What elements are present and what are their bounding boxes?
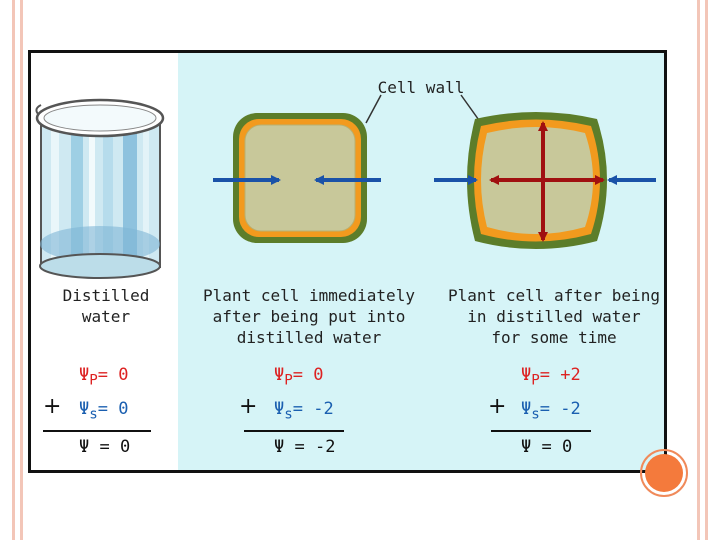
psi-p-symbol: Ψ [79,365,89,385]
cell-immediate-caption: Plant cell immediately after being put i… [194,285,424,348]
psi-p-value: = 0 [98,365,129,385]
s-subscript: s [284,406,293,422]
pressure-potential-eq: ΨP= +2 [521,365,581,388]
left-stripe-1 [12,0,15,540]
psi-s-value: = 0 [98,399,129,419]
psi-value: = -2 [295,437,336,457]
solute-potential-eq: Ψs= -2 [521,399,581,422]
right-stripe-1 [697,0,700,540]
psi-p-value: = +2 [540,365,581,385]
psi-s-value: = -2 [540,399,581,419]
psi-p-symbol: Ψ [521,365,531,385]
left-stripe-2 [20,0,23,540]
sum-line [244,430,344,432]
p-subscript: P [89,372,98,388]
psi-s-symbol: Ψ [79,399,89,419]
cell-after-caption: Plant cell after being in distilled wate… [444,285,664,348]
solute-potential-eq: Ψs= 0 [79,399,129,422]
diagram-frame: Cell wall Distilled water Plant cell imm… [28,50,667,473]
psi-p-value: = 0 [293,365,324,385]
beaker-icon [36,100,163,278]
water-potential-eq: Ψ = 0 [521,437,572,457]
pressure-potential-eq: ΨP= 0 [79,365,129,388]
psi-symbol: Ψ [79,437,89,457]
psi-s-value: = -2 [293,399,334,419]
p-subscript: P [284,372,293,388]
right-stripe-2 [705,0,708,540]
plus-sign: + [488,394,506,419]
psi-value: = 0 [542,437,573,457]
water-potential-eq: Ψ = 0 [79,437,130,457]
psi-value: = 0 [100,437,131,457]
solute-potential-eq: Ψs= -2 [274,399,334,422]
psi-p-symbol: Ψ [274,365,284,385]
psi-s-symbol: Ψ [521,399,531,419]
decorative-orb [645,454,683,492]
cell-wall-pointer-left [366,95,381,123]
cell-wall-label: Cell wall [371,77,471,98]
pressure-potential-eq: ΨP= 0 [274,365,324,388]
sum-line [43,430,151,432]
beaker-caption: Distilled water [51,285,161,327]
s-subscript: s [89,406,98,422]
plus-sign: + [43,394,61,419]
plus-sign: + [239,394,257,419]
sum-line [491,430,591,432]
water-potential-eq: Ψ = -2 [274,437,335,457]
psi-symbol: Ψ [274,437,284,457]
p-subscript: P [531,372,540,388]
psi-s-symbol: Ψ [274,399,284,419]
psi-symbol: Ψ [521,437,531,457]
s-subscript: s [531,406,540,422]
